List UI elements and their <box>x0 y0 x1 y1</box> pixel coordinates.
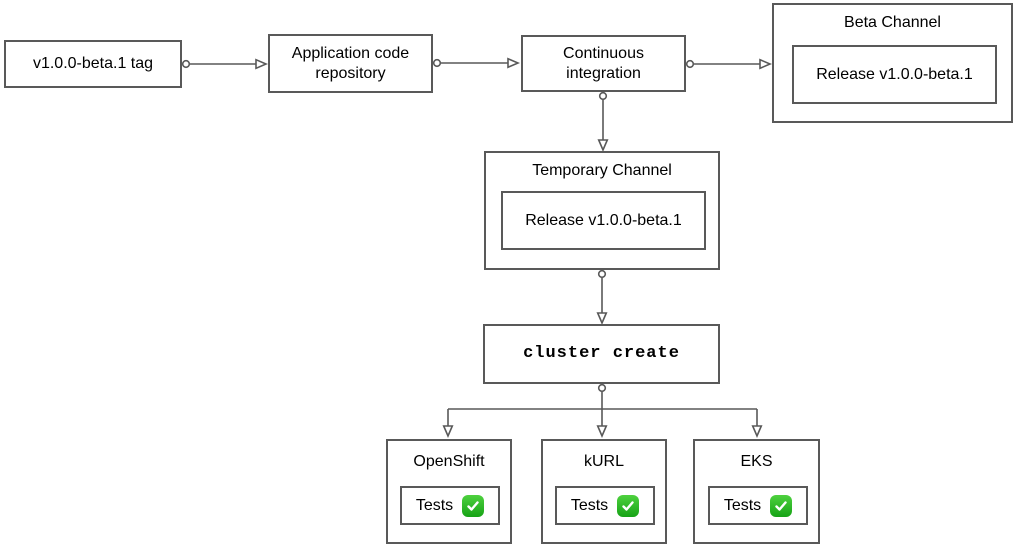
arrow-ci-to-beta-channel <box>685 58 773 70</box>
node-eks-tests: Tests <box>708 486 808 525</box>
node-openshift-tests: Tests <box>400 486 500 525</box>
arrow-cluster-create-to-platforms <box>442 383 763 439</box>
group-beta-channel-title: Beta Channel <box>844 14 941 31</box>
arrow-tag-to-repo <box>181 58 269 70</box>
node-application-code-repository-label: Application code repository <box>291 44 410 82</box>
group-beta-channel: Beta Channel Release v1.0.0-beta.1 <box>772 3 1013 123</box>
node-temporary-release: Release v1.0.0-beta.1 <box>501 191 706 250</box>
group-temporary-channel: Temporary Channel Release v1.0.0-beta.1 <box>484 151 720 270</box>
group-platform-eks-title: EKS <box>740 453 773 470</box>
node-kurl-tests-label: Tests <box>570 496 609 514</box>
group-platform-kurl-title: kURL <box>583 453 624 470</box>
node-beta-release: Release v1.0.0-beta.1 <box>792 45 997 104</box>
check-mark-button-icon <box>617 494 640 517</box>
node-version-tag: v1.0.0-beta.1 tag <box>4 40 182 88</box>
node-cluster-create-label: cluster create <box>523 344 680 364</box>
node-application-code-repository: Application code repository <box>268 34 433 93</box>
group-platform-openshift: OpenShift Tests <box>386 439 512 544</box>
group-platform-kurl: kURL Tests <box>541 439 667 544</box>
node-eks-tests-label: Tests <box>723 496 762 514</box>
node-continuous-integration: Continuous integration <box>521 35 686 92</box>
group-platform-eks: EKS Tests <box>693 439 820 544</box>
node-cluster-create: cluster create <box>483 324 720 384</box>
group-platform-openshift-title: OpenShift <box>413 453 485 470</box>
node-kurl-tests: Tests <box>555 486 655 525</box>
node-continuous-integration-label: Continuous integration <box>563 44 644 82</box>
arrow-ci-to-temporary-channel <box>597 91 609 153</box>
node-version-tag-label: v1.0.0-beta.1 tag <box>32 55 154 72</box>
check-mark-button-icon <box>462 494 485 517</box>
node-openshift-tests-label: Tests <box>415 496 454 514</box>
node-temporary-release-label: Release v1.0.0-beta.1 <box>525 211 682 229</box>
check-mark-button-icon <box>770 494 793 517</box>
group-temporary-channel-title: Temporary Channel <box>532 162 672 179</box>
arrow-repo-to-ci <box>432 57 521 69</box>
arrow-temporary-channel-to-cluster-create <box>596 269 608 326</box>
node-beta-release-label: Release v1.0.0-beta.1 <box>816 65 973 83</box>
